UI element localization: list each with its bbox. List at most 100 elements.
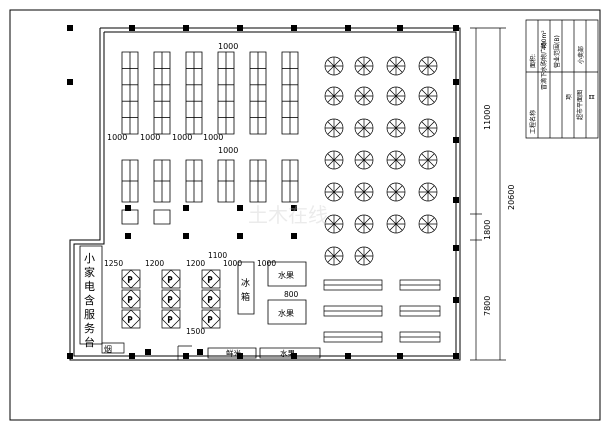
round-table-10-spoke-4	[358, 122, 371, 135]
p-rack-2-edge-a	[122, 290, 131, 299]
p-rack-9-edge-b	[211, 310, 220, 319]
p-gap-3: 1200	[186, 259, 205, 268]
p-rack-7-edge-d	[202, 279, 211, 288]
p-rack-4-edge-b	[171, 270, 180, 279]
p-gap-1: 1250	[104, 259, 123, 268]
tb-drawing: 超市平面图	[576, 90, 584, 120]
service-desk-char-5: 服	[84, 308, 95, 321]
p-rack-2-label: P	[128, 296, 133, 305]
row-gap-3: 1000	[172, 133, 192, 142]
p-rack-4-edge-a	[162, 270, 171, 279]
round-table-14-spoke-4	[358, 154, 371, 167]
p-rack-3-edge-b	[131, 310, 140, 319]
p-rack-1-label: P	[128, 276, 133, 285]
column-23	[125, 205, 131, 211]
p-rack-6-edge-c	[171, 319, 180, 328]
p-rack-1-edge-d	[122, 279, 131, 288]
p-rack-3-edge-d	[122, 319, 131, 328]
watermark: 土木在线	[248, 203, 328, 227]
tb-project-name: 冒滴下水购物广场	[540, 42, 548, 90]
right-dim-1800: 1800	[483, 220, 492, 240]
p-rack-9-edge-d	[202, 319, 211, 328]
column-26	[291, 205, 297, 211]
column-5	[291, 25, 297, 31]
p-gap-5: 1000	[257, 259, 276, 268]
right-dimension-labels: 11000 1800 7800 20600	[483, 105, 516, 316]
service-desk-char-4: 含	[84, 293, 95, 307]
tb-area-label: 面积:	[529, 54, 537, 68]
round-table-1-spoke-4	[328, 60, 341, 73]
service-desk-char-7: 台	[84, 335, 95, 349]
p-rack-6-edge-d	[162, 319, 171, 328]
column-20	[345, 353, 351, 359]
round-table-5-spoke-4	[328, 90, 341, 103]
dim-1500: 1500	[186, 327, 205, 336]
round-table-23-spoke-4	[390, 218, 403, 231]
tb-area-value: 400m²	[541, 30, 548, 50]
p-rack-8-label: P	[208, 296, 213, 305]
column-19	[291, 353, 297, 359]
fresh-counter	[208, 348, 256, 358]
p-rack-3-edge-a	[122, 310, 131, 319]
round-table-19-spoke-4	[390, 186, 403, 199]
p-rack-7-label: P	[208, 276, 213, 285]
round-table-9-spoke-4	[328, 122, 341, 135]
p-gap-4: 1000	[223, 259, 242, 268]
water-counter-label: 水果	[280, 348, 295, 358]
p-rack-4-edge-d	[162, 279, 171, 288]
round-table-21-spoke-4	[328, 218, 341, 231]
outer-frame	[10, 10, 600, 420]
row-gap-1: 1000	[107, 133, 127, 142]
column-1	[67, 25, 73, 31]
column-27	[125, 233, 131, 239]
p-gap-2: 1200	[145, 259, 164, 268]
tb-r1: 项	[566, 94, 573, 100]
p-rack-2-edge-b	[131, 290, 140, 299]
right-dim-20600: 20600	[507, 185, 516, 210]
small-box-label: 烟	[104, 345, 112, 354]
refrigerator-cabinet: 冰 箱	[238, 262, 254, 314]
right-dimension-line	[470, 28, 506, 360]
column-32	[197, 349, 203, 355]
p-rack-5-label: P	[168, 296, 173, 305]
p-rack-8-edge-a	[202, 290, 211, 299]
p-rack-9-edge-c	[211, 319, 220, 328]
tb-type-label: 营业范围(B)	[553, 35, 561, 68]
round-table-15-spoke-4	[390, 154, 403, 167]
long-counters-right	[324, 280, 440, 342]
p-rack-1-edge-a	[122, 270, 131, 279]
small-box	[102, 343, 124, 353]
round-table-18-spoke-4	[358, 186, 371, 199]
round-table-20-spoke-4	[422, 186, 435, 199]
round-table-4-spoke-4	[422, 60, 435, 73]
water-counter	[260, 348, 320, 358]
round-table-12-spoke-4	[422, 122, 435, 135]
p-rack-8-edge-b	[211, 290, 220, 299]
column-16	[129, 353, 135, 359]
fridge-char-1: 冰	[241, 277, 250, 289]
column-3	[183, 25, 189, 31]
row-gap-2: 1000	[140, 133, 160, 142]
p-rack-3-label: P	[128, 316, 133, 325]
column-14	[453, 297, 459, 303]
water-cooler-2	[268, 300, 306, 324]
round-table-16-spoke-4	[422, 154, 435, 167]
column-12	[453, 197, 459, 203]
round-table-17-spoke-4	[328, 186, 341, 199]
column-15	[67, 353, 73, 359]
title-block-text: 工程名称 冒滴下水购物广场 面积: 400m² 营业范围(B) 小卖部 超市平面…	[529, 30, 596, 134]
row-gap-4: 1000	[203, 133, 223, 142]
title-block	[526, 20, 598, 138]
tb-r2: 目	[589, 94, 596, 100]
p-rack-6-edge-a	[162, 310, 171, 319]
p-rack-8-edge-c	[211, 299, 220, 308]
round-table-2-spoke-4	[358, 60, 371, 73]
entry-door	[178, 346, 192, 360]
tb-type-value: 小卖部	[577, 46, 585, 64]
fresh-counter-label: 鲜米	[226, 348, 241, 358]
column-29	[237, 233, 243, 239]
column-8	[453, 25, 459, 31]
tb-project: 工程名称	[529, 110, 537, 134]
dim-800: 800	[284, 290, 299, 299]
